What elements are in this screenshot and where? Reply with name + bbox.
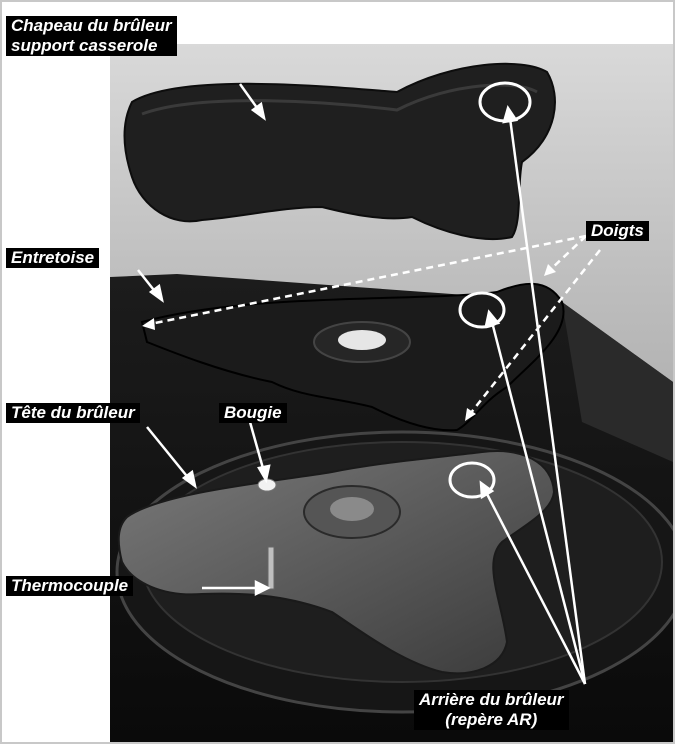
label-arriere-line2: (repère AR) [419,710,564,730]
label-arriere-du-bruleur: Arrière du brûleur (repère AR) [414,690,569,730]
label-tete-du-bruleur: Tête du brûleur [6,403,140,423]
label-chapeau-line2: support casserole [11,36,172,56]
label-entretoise: Entretoise [6,248,99,268]
thermocouple-rod [268,547,274,589]
label-doigts: Doigts [586,221,649,241]
label-arriere-line1: Arrière du brûleur [419,690,564,710]
label-chapeau-line1: Chapeau du brûleur [11,16,172,36]
label-bougie: Bougie [219,403,287,423]
label-chapeau-du-bruleur: Chapeau du brûleur support casserole [6,16,177,56]
label-thermocouple: Thermocouple [6,576,133,596]
